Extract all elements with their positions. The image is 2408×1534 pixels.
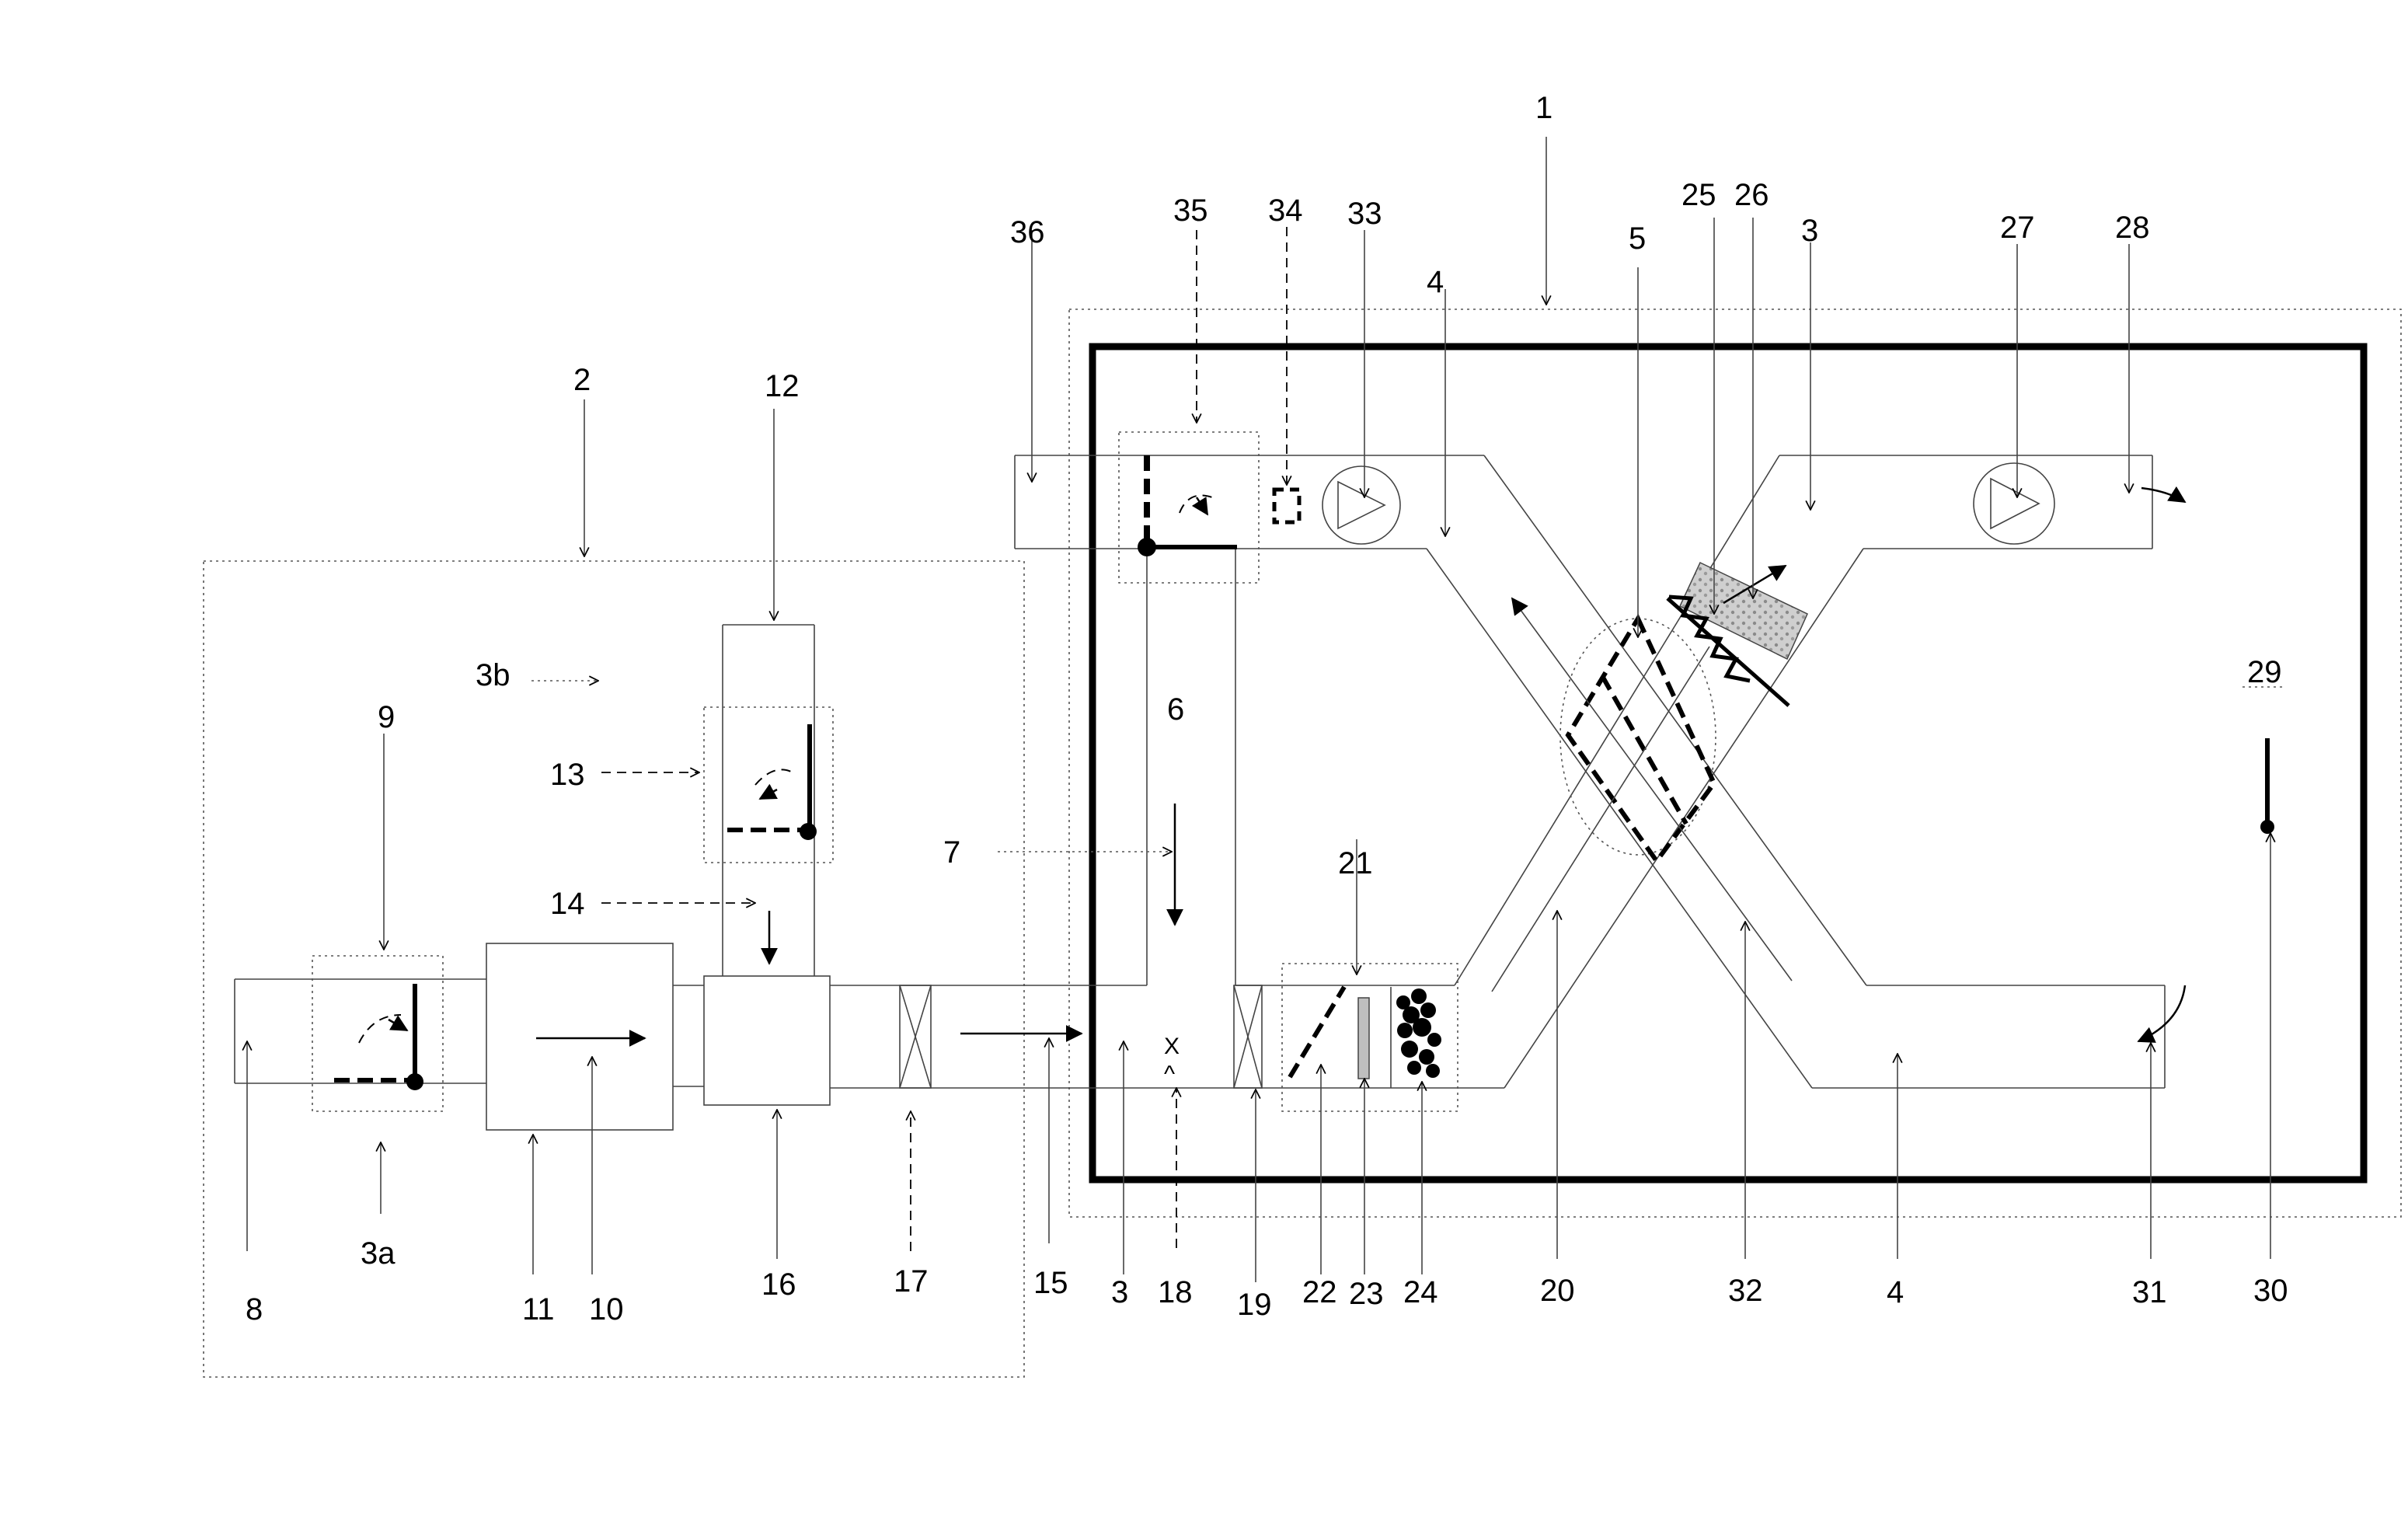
label-8: 8 (246, 1292, 263, 1327)
label-19: 19 (1237, 1288, 1272, 1322)
label-12: 12 (765, 369, 800, 403)
fan-33 (1322, 465, 1401, 545)
reference-labels: 1 2 3 3 3a 3b 4 4 5 6 7 8 9 10 11 12 13 … (246, 91, 2288, 1327)
label-18: 18 (1158, 1275, 1193, 1309)
label-3-top: 3 (1801, 214, 1818, 248)
leader-lines (247, 137, 2284, 1282)
label-4-top: 4 (1427, 265, 1444, 299)
label-29: 29 (2247, 655, 2282, 689)
label-3-bottom: 3 (1111, 1275, 1128, 1309)
label-5: 5 (1629, 221, 1646, 256)
outlet-arrow-28 (2141, 486, 2187, 504)
label-14: 14 (550, 887, 585, 921)
filter-17 (899, 985, 932, 1089)
label-7: 7 (943, 835, 960, 870)
sensor-34 (1272, 487, 1302, 525)
label-3a: 3a (361, 1236, 396, 1271)
label-9: 9 (378, 700, 395, 734)
label-10: 10 (589, 1292, 624, 1327)
label-1: 1 (1535, 91, 1552, 125)
label-35: 35 (1173, 193, 1208, 228)
label-2: 2 (573, 363, 591, 397)
label-13: 13 (550, 758, 585, 792)
filter-19 (1233, 985, 1263, 1089)
label-16: 16 (761, 1267, 796, 1302)
fan-27 (1973, 462, 2055, 545)
label-27: 27 (2000, 211, 2035, 245)
label-4-bottom: 4 (1887, 1275, 1904, 1309)
label-31: 31 (2132, 1275, 2167, 1309)
label-15: 15 (1033, 1266, 1068, 1300)
label-36: 36 (1010, 215, 1045, 249)
recirculation-damper-13 (703, 706, 834, 965)
flow-line-20 (1491, 646, 1710, 992)
flow-arrow-32 (1511, 597, 1793, 981)
label-30: 30 (2253, 1274, 2288, 1308)
bypass-duct-6 (1146, 549, 1236, 985)
exhaust-duct-top (1014, 455, 1484, 549)
mixing-box-16 (703, 975, 831, 1106)
label-6: 6 (1167, 692, 1184, 727)
label-17: 17 (894, 1264, 929, 1299)
svg-text:^: ^ (1164, 1062, 1175, 1087)
label-24: 24 (1403, 1275, 1438, 1309)
label-32: 32 (1728, 1274, 1763, 1308)
bypass-damper-35 (1118, 431, 1260, 584)
label-3b: 3b (476, 658, 511, 692)
box-10-11 (486, 943, 674, 1131)
outdoor-damper-9 (312, 955, 444, 1112)
building-boundary (1068, 309, 2402, 1218)
label-34: 34 (1268, 193, 1303, 228)
label-33: 33 (1347, 197, 1382, 231)
label-23: 23 (1349, 1277, 1384, 1311)
label-22: 22 (1302, 1275, 1337, 1309)
label-20: 20 (1540, 1274, 1575, 1308)
label-21: 21 (1338, 846, 1373, 880)
heater-25-26 (1666, 561, 1808, 707)
main-supply-duct (830, 985, 1282, 1089)
svg-text:X: X (1164, 1034, 1180, 1059)
label-11: 11 (522, 1292, 555, 1327)
duct-to-mixer (673, 985, 704, 1087)
recirculation-duct-12 (722, 624, 815, 976)
label-25: 25 (1681, 178, 1716, 212)
label-28: 28 (2115, 211, 2150, 245)
filter-block-21 (1281, 963, 1458, 1112)
sensor-18: X ^ (1164, 1034, 1180, 1087)
outdoor-air-duct (234, 978, 486, 1084)
thermostat-30 (2260, 738, 2274, 834)
inlet-arrow-31 (2137, 985, 2187, 1043)
outdoor-unit-boundary (203, 560, 1025, 1378)
heat-exchanger-5 (1559, 613, 1717, 866)
label-26: 26 (1734, 178, 1769, 212)
